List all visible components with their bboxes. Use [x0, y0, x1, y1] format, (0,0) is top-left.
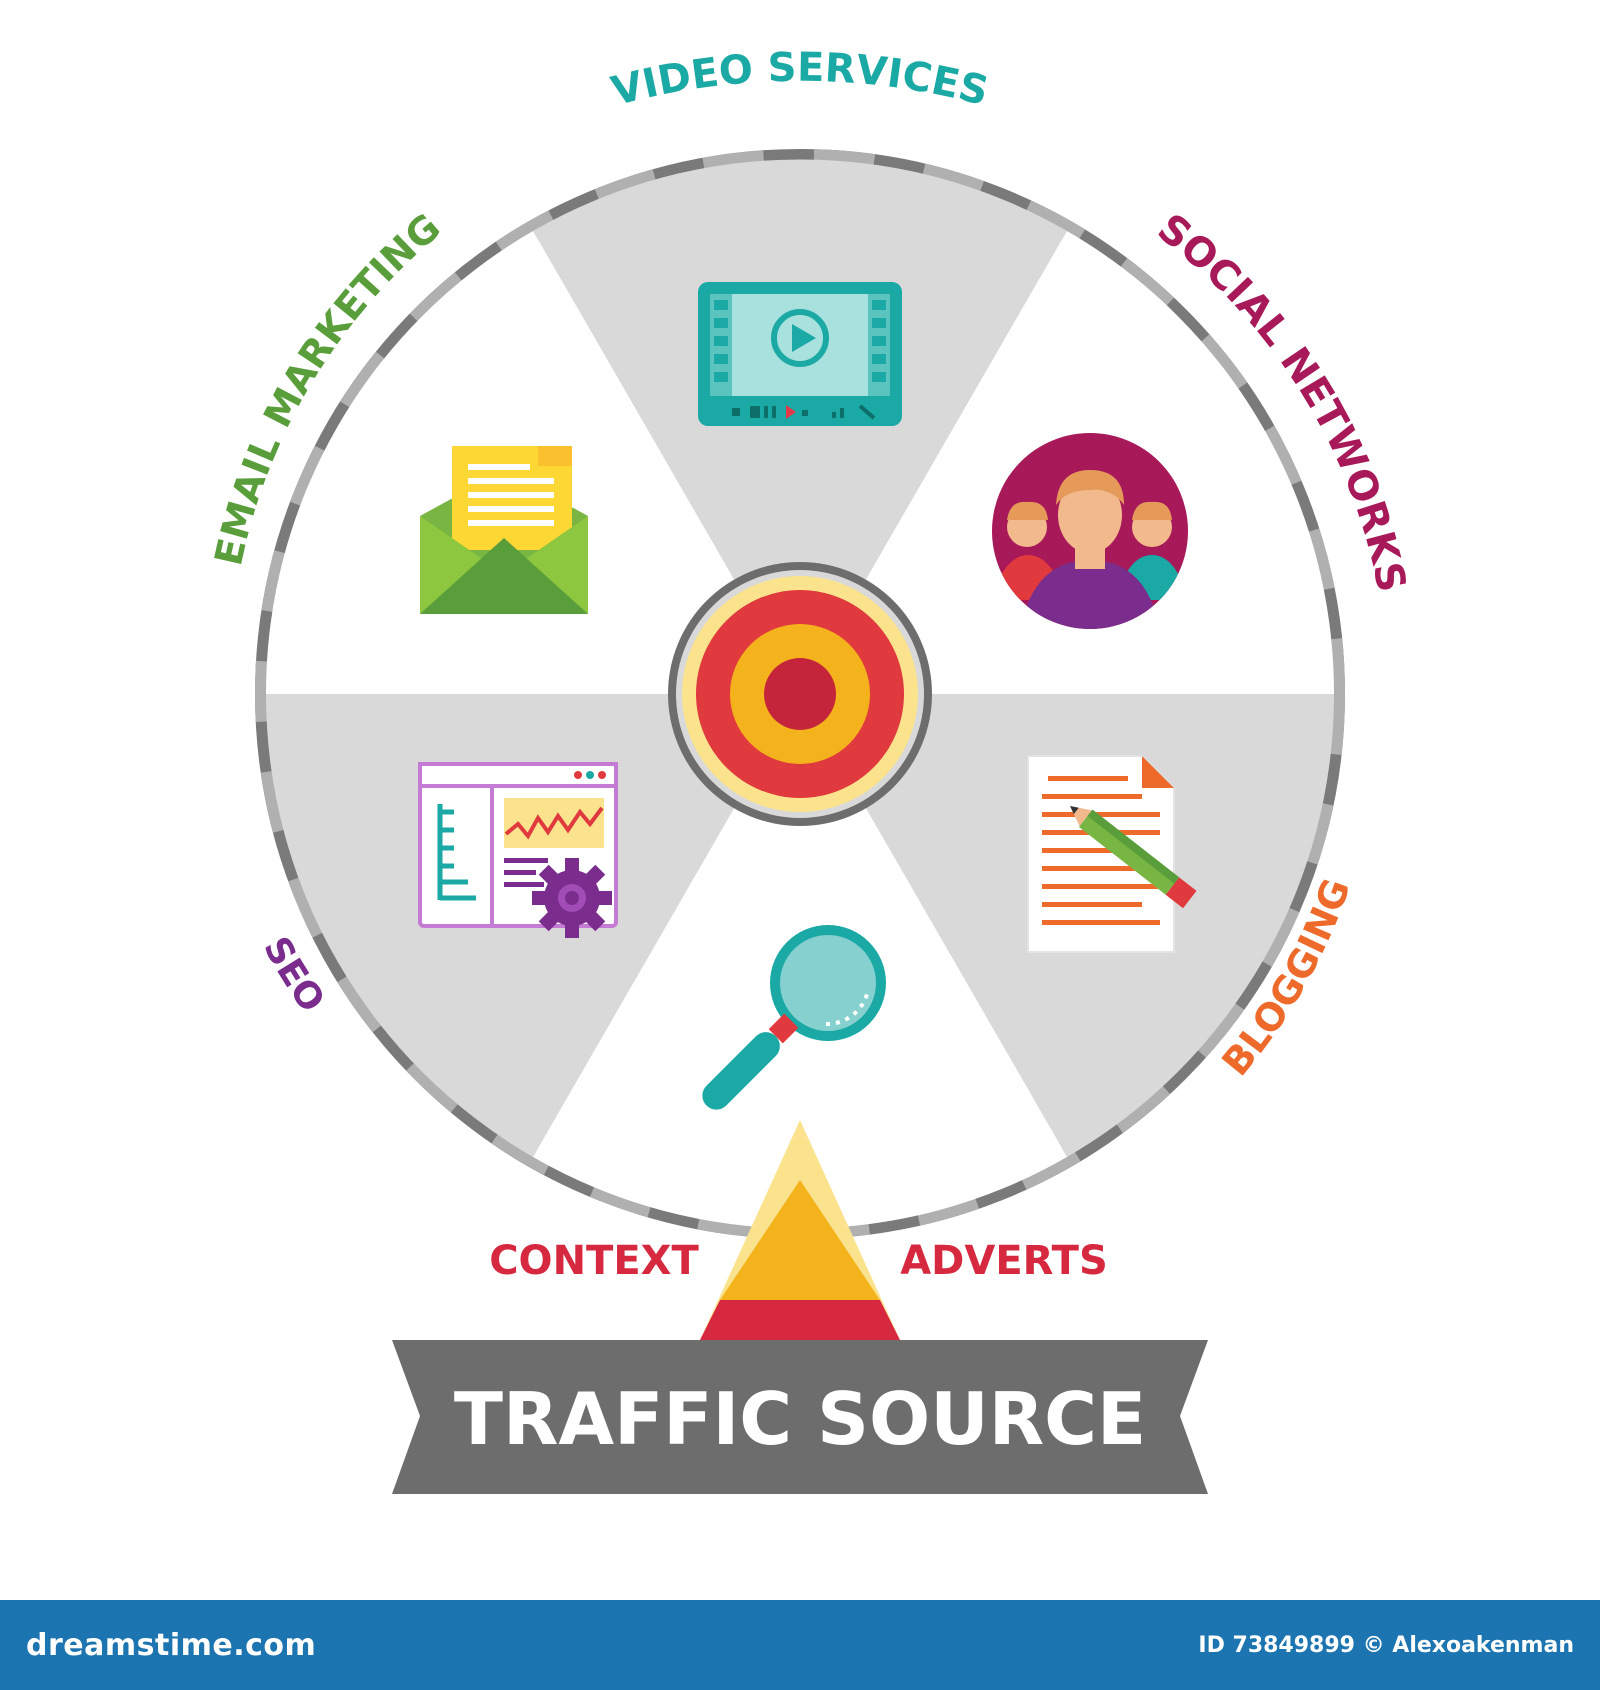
document-pencil-icon — [1027, 755, 1197, 953]
envelope-letter-icon — [420, 446, 588, 614]
page-title: TRAFFIC SOURCE — [454, 1377, 1146, 1461]
footer-bar: dreamstime.com ID 73849899 © Alexoakenma… — [0, 1600, 1600, 1690]
image-credit: ID 73849899 © Alexoakenman — [1198, 1632, 1574, 1658]
label-video-services: VIDEO SERVICES — [607, 45, 993, 115]
infographic: TRAFFIC SOURCE VIDEO SERVICES SOCIAL NET… — [206, 45, 1414, 1494]
label-context: CONTEXT — [489, 1238, 699, 1284]
video-player-icon — [698, 282, 902, 426]
magnifier-icon — [702, 925, 886, 1110]
target-icon — [668, 562, 932, 826]
sector-top — [533, 159, 1067, 694]
label-adverts: ADVERTS — [900, 1238, 1108, 1284]
site-watermark[interactable]: dreamstime.com — [26, 1627, 317, 1663]
seo-analytics-icon — [418, 762, 618, 938]
title-banner: TRAFFIC SOURCE — [392, 1340, 1208, 1494]
pyramid-pointer-icon — [700, 1120, 900, 1340]
